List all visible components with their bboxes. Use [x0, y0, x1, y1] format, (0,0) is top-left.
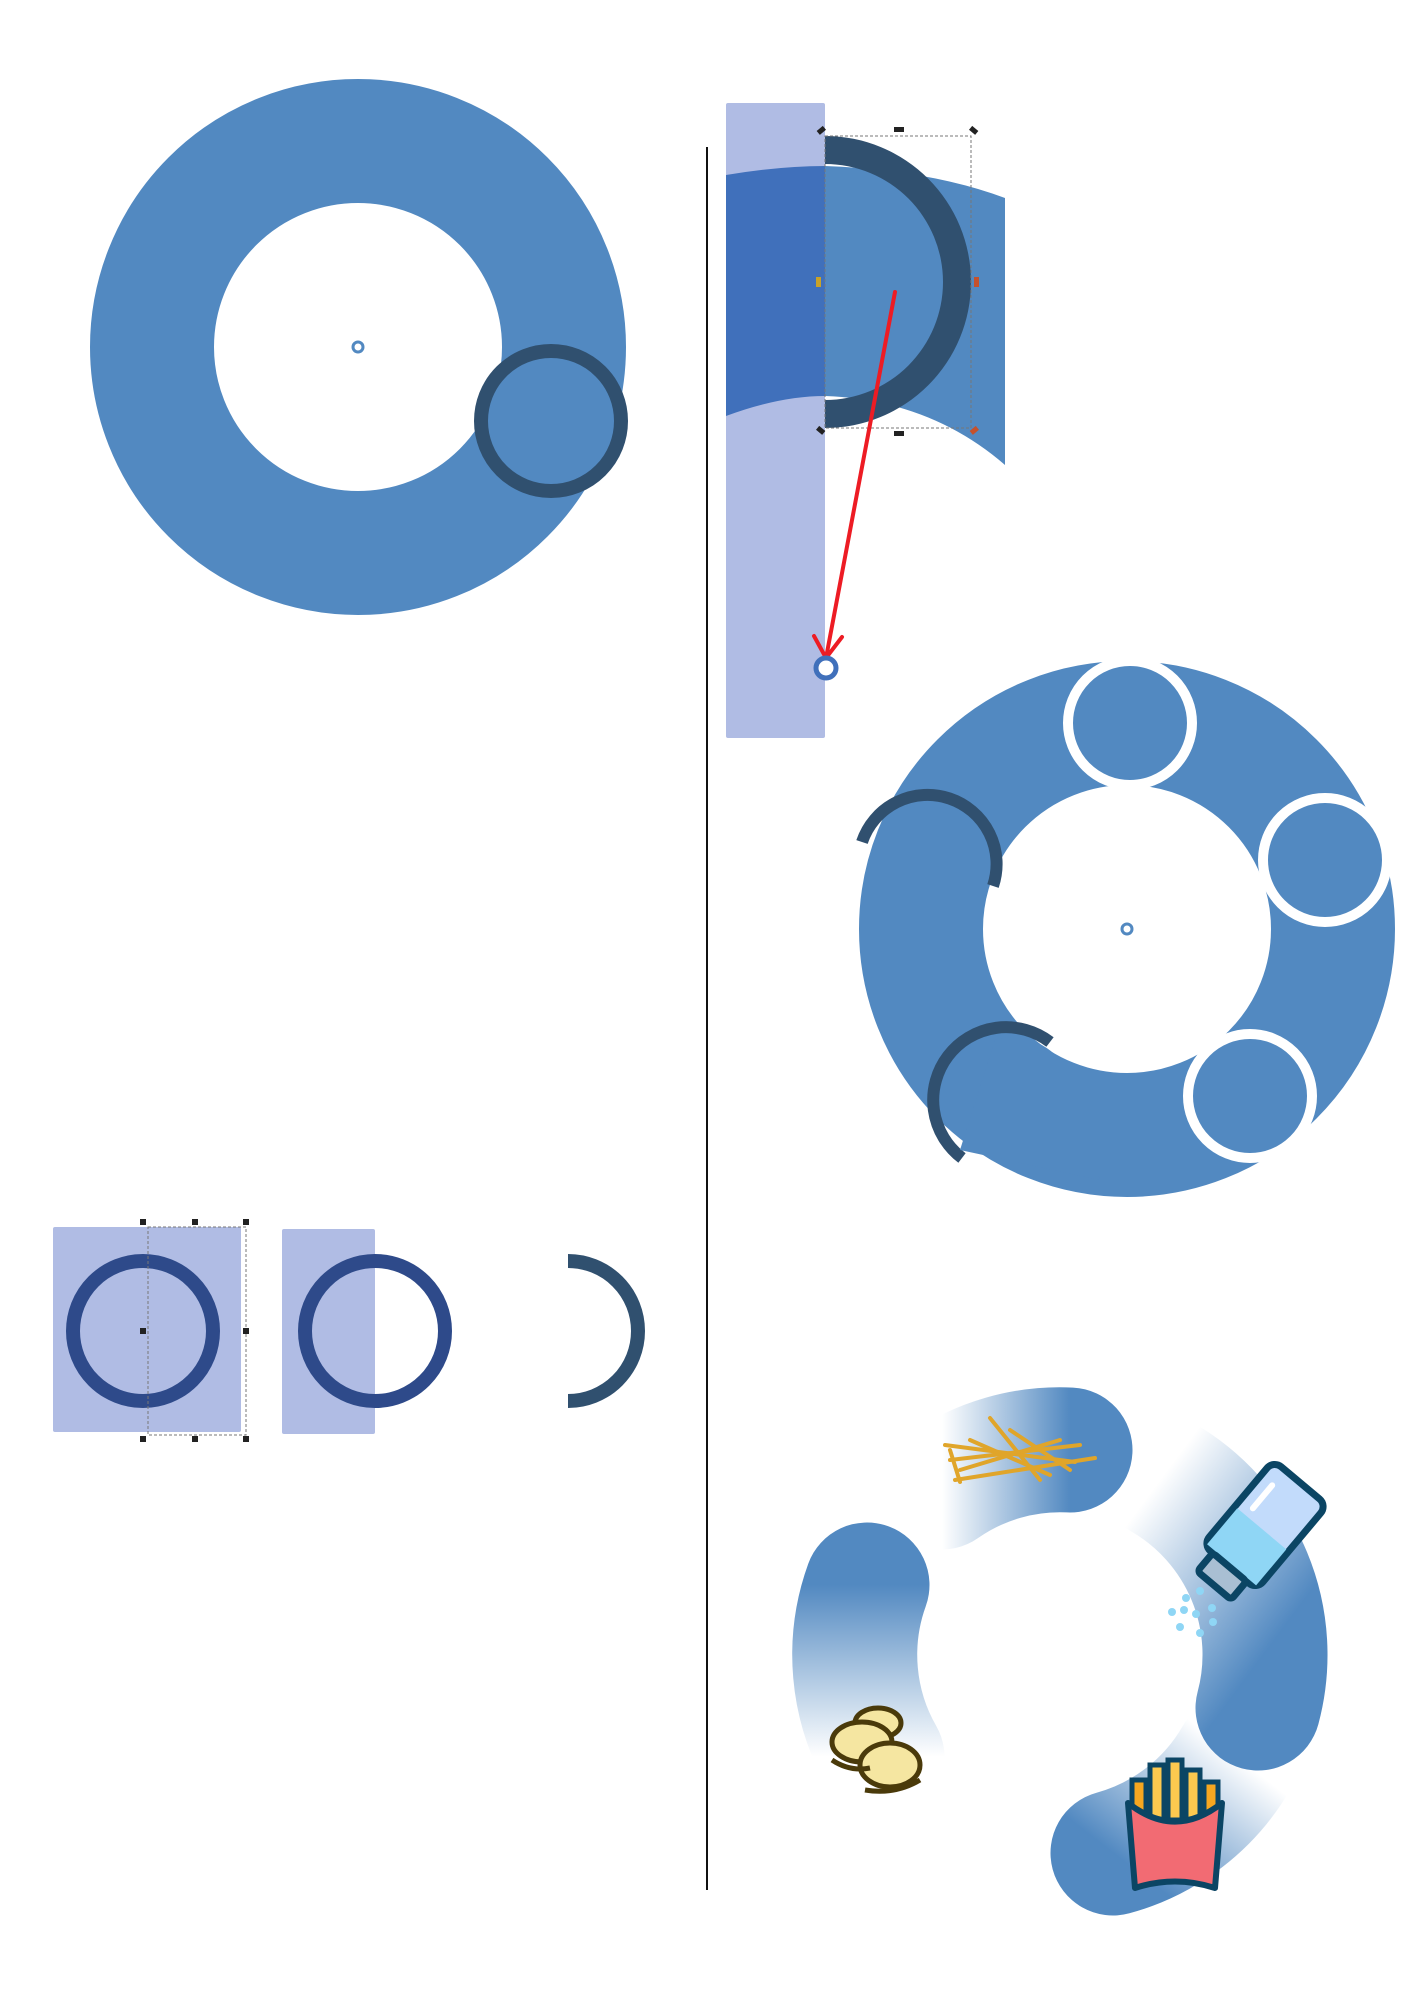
- fries-box-icon: [1125, 1757, 1225, 1891]
- segment-cap-bottom: [1183, 1029, 1317, 1163]
- salt-grains: [1168, 1587, 1217, 1637]
- segment-cap-top: [1063, 656, 1197, 790]
- step2-rect: [282, 1229, 375, 1434]
- selection-handles[interactable]: [816, 125, 979, 436]
- segment-fill-bottom: [960, 1037, 1100, 1180]
- dark-half-ring[interactable]: [825, 136, 971, 428]
- zoomed-detail: [726, 103, 1005, 738]
- potatoes-icon: [829, 1705, 923, 1794]
- dark-arc-left: [856, 788, 1003, 888]
- step1-ring[interactable]: [66, 1254, 220, 1408]
- cutter-circle[interactable]: [474, 344, 628, 498]
- step1-handles[interactable]: [140, 1219, 249, 1442]
- step3-half-ring: [567, 1254, 645, 1408]
- dark-arc-bottom: [927, 1021, 1054, 1163]
- center-marker-icon: [351, 340, 365, 354]
- segment-cap-right: [1258, 793, 1392, 927]
- process-cycle: [792, 1387, 1328, 1916]
- segmented-ring: [856, 656, 1395, 1197]
- salt-shaker-icon: [1195, 1460, 1327, 1602]
- target-center-icon: [813, 655, 839, 681]
- selection-box[interactable]: [824, 135, 972, 429]
- segmented-center-icon: [1120, 922, 1134, 936]
- step2-ring: [298, 1254, 452, 1408]
- steps-example: [53, 1219, 645, 1442]
- overlap-band: [726, 166, 825, 416]
- fries-pile-icon: [943, 1416, 1097, 1484]
- donut-example: [90, 79, 628, 615]
